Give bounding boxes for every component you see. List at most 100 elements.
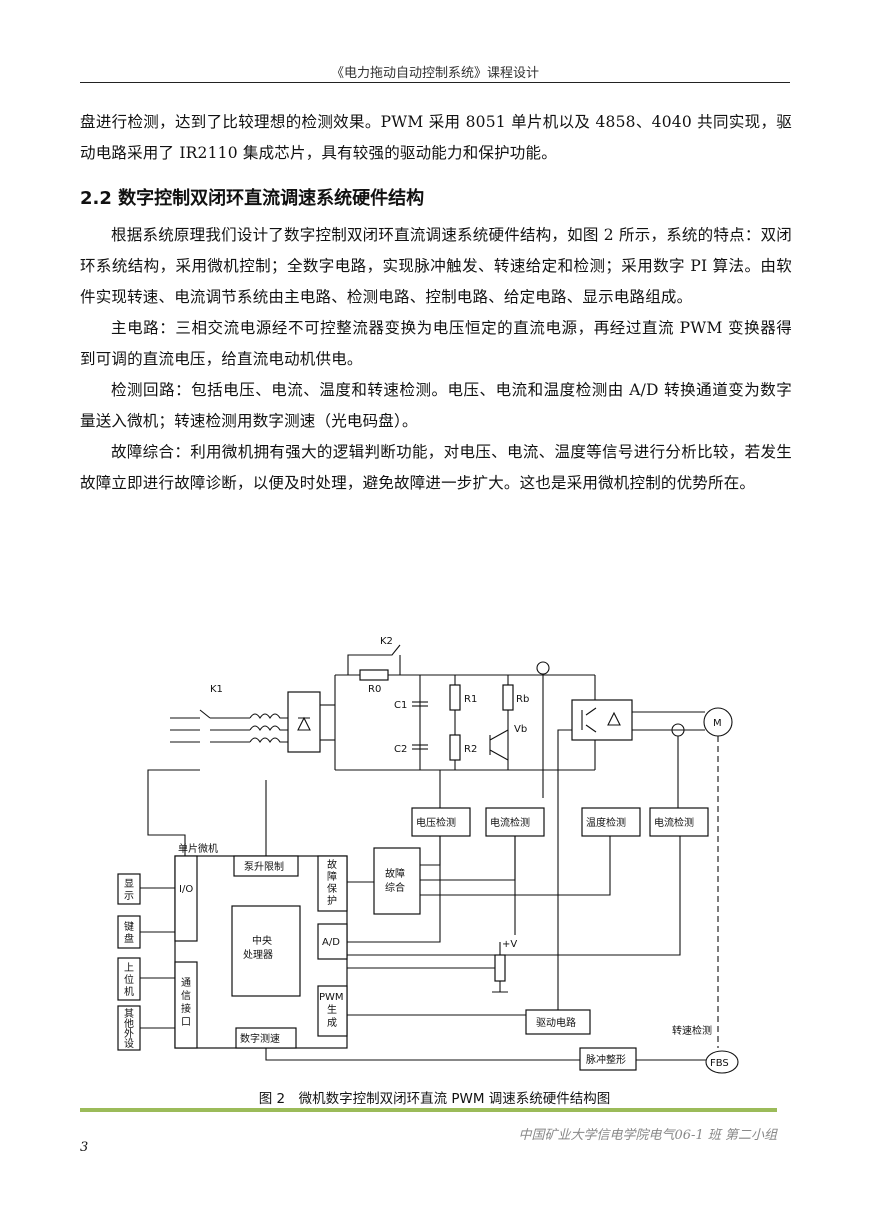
drive-output-line	[557, 729, 572, 1010]
diode-icon	[297, 716, 311, 731]
fault-protect-label: 故 障 保 护	[327, 858, 337, 907]
vb-transistor	[489, 729, 509, 761]
reference-potentiometer	[494, 954, 506, 982]
svg-text:示: 示	[124, 891, 134, 902]
plus-v-label: +V	[502, 939, 517, 950]
io-label: I/O	[179, 884, 193, 895]
current-detect-box-1	[485, 807, 545, 837]
fbs-encoder	[705, 1050, 739, 1074]
svg-text:通: 通	[181, 977, 191, 989]
io-box	[174, 855, 198, 942]
section-title: 2.2 数字控制双闭环直流调速系统硬件结构	[80, 188, 425, 209]
r1-label: R1	[464, 694, 477, 705]
keyboard-label: 键 盘	[124, 920, 134, 945]
rb-resistor	[502, 684, 514, 711]
svg-text:故: 故	[327, 858, 337, 871]
peripheral-label: 其 他 外 设	[124, 1008, 134, 1050]
ad-box	[317, 923, 348, 960]
svg-text:信: 信	[181, 990, 191, 1002]
svg-text:成: 成	[327, 1017, 337, 1029]
page-header: 《电力拖动自动控制系统》课程设计	[330, 66, 539, 81]
header-rule	[80, 82, 790, 83]
current-detect-label-1: 电流检测	[490, 816, 530, 829]
svg-text:盘: 盘	[124, 932, 134, 945]
section-body: 根据系统原理我们设计了数字控制双闭环直流调速系统硬件结构，如图 2 所示，系统的…	[80, 220, 792, 499]
page-number: 3	[80, 1140, 89, 1155]
current-detect-label-2: 电流检测	[654, 816, 694, 829]
svg-text:其: 其	[124, 1008, 134, 1020]
svg-text:保: 保	[327, 882, 337, 895]
rectifier-box	[287, 691, 321, 753]
digital-speed-label: 数字测速	[240, 1032, 280, 1045]
svg-text:故障: 故障	[385, 867, 405, 880]
svg-text:中央: 中央	[252, 934, 272, 947]
mcu-label: 单片微机	[178, 842, 218, 855]
svg-text:外: 外	[124, 1028, 134, 1040]
r0-resistor	[359, 669, 389, 681]
speed-detect-label: 转速检测	[672, 1024, 712, 1037]
r2-resistor	[449, 734, 461, 761]
svg-text:口: 口	[181, 1017, 191, 1028]
paragraph-0: 盘进行检测，达到了比较理想的检测效果。PWM 采用 8051 单片机以及 485…	[80, 113, 792, 162]
svg-text:障: 障	[327, 870, 337, 883]
paragraph-3: 检测回路：包括电压、电流、温度和转速检测。电压、电流和温度检测由 A/D 转换通…	[80, 381, 792, 430]
svg-text:键: 键	[124, 920, 134, 933]
drive-circuit-label: 驱动电路	[536, 1016, 576, 1029]
host-label: 上 位 机	[124, 962, 134, 998]
cpu-label: 中央 处理器	[243, 934, 273, 961]
comm-box	[174, 961, 198, 1049]
svg-text:他: 他	[124, 1017, 134, 1030]
fbs-label: FBS	[710, 1058, 729, 1069]
hardware-structure-diagram: K1 K2 R0 C1 C2 R1 R2 Rb Vb M	[117, 636, 739, 1074]
rb-label: Rb	[516, 694, 529, 705]
ac-input-lines	[170, 709, 250, 743]
svg-text:位: 位	[124, 973, 134, 986]
motor-label: M	[713, 718, 722, 729]
k2-label: K2	[380, 636, 393, 647]
svg-text:上: 上	[124, 962, 134, 974]
svg-text:生: 生	[327, 1003, 337, 1016]
speed-feedback-line	[265, 1048, 580, 1061]
igbt-icon	[581, 707, 621, 733]
paragraph-2: 主电路：三相交流电源经不可控整流器变换为电压恒定的直流电源，再经过直流 PWM …	[80, 319, 792, 368]
pwm-converter-box	[571, 699, 633, 741]
paragraph-1: 根据系统原理我们设计了数字控制双闭环直流调速系统硬件结构，如图 2 所示，系统的…	[80, 226, 792, 306]
svg-text:设: 设	[124, 1038, 134, 1050]
svg-text:机: 机	[124, 985, 134, 998]
footer-school: 中国矿业大学信电学院电气06-1 班 第二小组	[518, 1128, 777, 1143]
pwm-gen-box	[317, 985, 348, 1037]
r2-label: R2	[464, 744, 477, 755]
c2-label: C2	[394, 744, 407, 755]
footer-rule	[80, 1108, 777, 1112]
display-label: 显 示	[124, 878, 134, 902]
svg-text:显: 显	[124, 878, 134, 890]
vb-label: Vb	[514, 724, 527, 735]
display-box	[117, 873, 141, 905]
inductor-coils	[249, 713, 288, 744]
temp-detect-label: 温度检测	[586, 816, 626, 829]
voltage-detect-label: 电压检测	[416, 816, 456, 829]
svg-text:护: 护	[327, 894, 337, 907]
svg-text:接: 接	[181, 1002, 191, 1015]
svg-text:PWM: PWM	[319, 992, 344, 1003]
pulse-shape-box	[579, 1047, 637, 1071]
paragraph-4: 故障综合：利用微机拥有强大的逻辑判断功能，对电压、电流、温度等信号进行分析比较，…	[80, 443, 792, 492]
svg-text:处理器: 处理器	[243, 949, 273, 961]
surge-limit-label: 泵升限制	[244, 860, 284, 873]
r0-label: R0	[368, 684, 381, 695]
fault-combine-label: 故障 综合	[385, 867, 405, 894]
host-box	[117, 957, 141, 1001]
pulse-shape-label: 脉冲整形	[586, 1053, 626, 1066]
svg-text:综合: 综合	[385, 881, 405, 894]
current-sensor-1	[536, 661, 550, 675]
c1-label: C1	[394, 700, 407, 711]
comm-label: 通 信 接 口	[181, 977, 191, 1028]
fault-protect-box	[317, 855, 348, 912]
paragraph-continued: 盘进行检测，达到了比较理想的检测效果。PWM 采用 8051 单片机以及 485…	[80, 107, 792, 169]
k2-switch	[347, 644, 401, 675]
r1-resistor	[449, 684, 461, 711]
temp-detect-box	[581, 807, 641, 837]
figure-caption: 图 2 微机数字控制双闭环直流 PWM 调速系统硬件结构图	[258, 1091, 611, 1107]
pwm-gen-label: PWM 生 成	[319, 992, 344, 1029]
cpu-box	[231, 905, 301, 997]
